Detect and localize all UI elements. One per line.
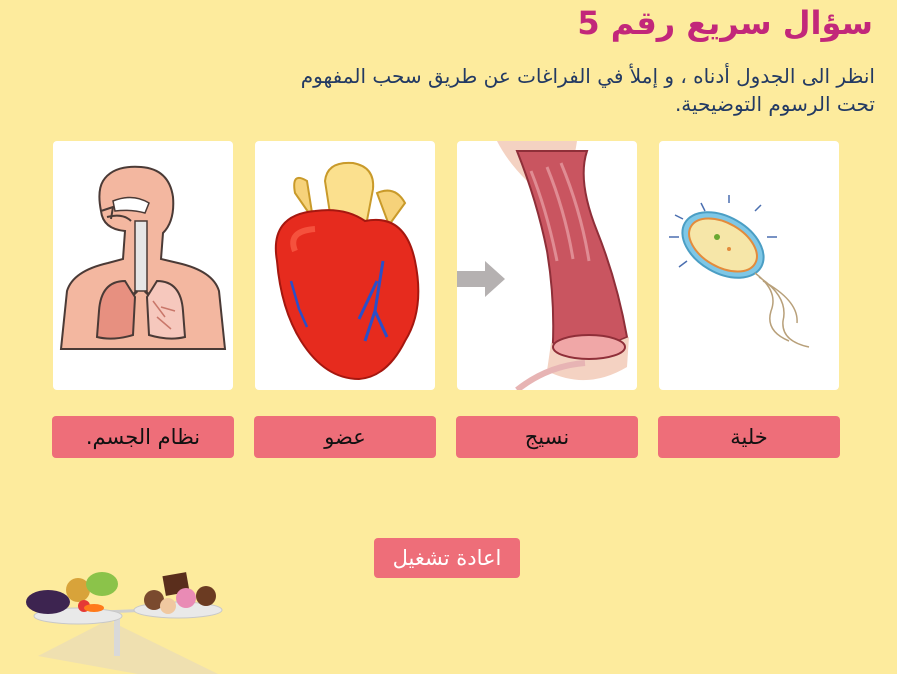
muscle-tissue-card [457,141,637,390]
muscle-tissue-icon [457,141,629,390]
quiz-title: سؤال سريع رقم 5 [577,4,873,42]
respiratory-system-icon [59,165,227,350]
food-scale-illustration [26,572,223,674]
label-body-system[interactable]: نظام الجسم. [52,416,234,458]
label-organ[interactable]: عضو [254,416,436,458]
label-tissue[interactable]: نسيج [456,416,638,458]
label-cell[interactable]: خلية [658,416,840,458]
cell-card [659,141,839,390]
cell-icon [669,195,810,348]
replay-button[interactable]: اعادة تشغيل [374,538,520,578]
instructions-text: انظر الى الجدول أدناه ، و إملأ في الفراغ… [300,64,875,116]
heart-organ-card [255,141,435,390]
heart-icon [274,161,420,381]
respiratory-system-card [53,141,233,390]
